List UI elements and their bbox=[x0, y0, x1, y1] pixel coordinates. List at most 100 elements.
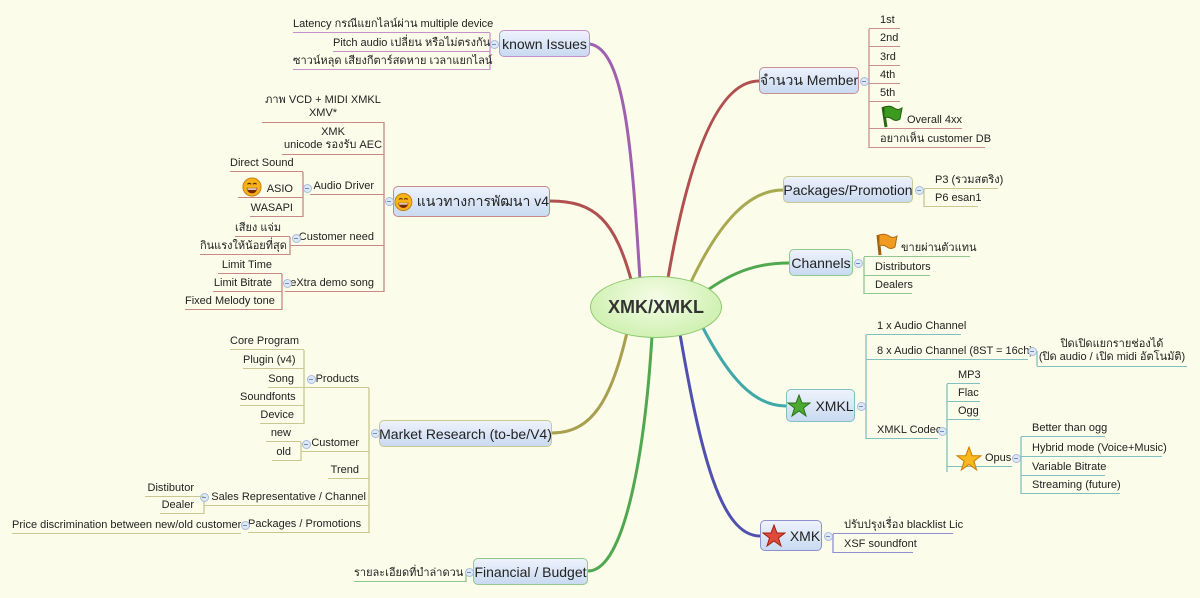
list-item[interactable]: Variable Bitrate bbox=[1021, 460, 1106, 476]
topic-xmkl[interactable]: XMKL bbox=[786, 389, 855, 422]
list-item[interactable]: XMK unicode รองรับ AEC bbox=[282, 126, 384, 155]
list-item[interactable]: new bbox=[266, 426, 301, 442]
subtopic-audio-driver[interactable]: Audio Driver bbox=[310, 179, 384, 195]
branch-curve-v4 bbox=[548, 199, 634, 285]
topic-known-issues[interactable]: known Issues bbox=[499, 30, 590, 57]
collapse-button[interactable] bbox=[301, 439, 311, 449]
list-item[interactable]: Dealer bbox=[160, 498, 204, 514]
collapse-button[interactable] bbox=[1011, 453, 1021, 463]
list-item[interactable]: Song bbox=[268, 372, 304, 388]
collapse-button[interactable] bbox=[856, 401, 866, 411]
list-item[interactable]: ปรับปรุงเรื่อง blacklist Lic bbox=[833, 518, 963, 534]
collapse-button[interactable] bbox=[291, 233, 301, 243]
list-item[interactable]: Device bbox=[260, 408, 304, 424]
subtopic-opus[interactable]: Opus bbox=[947, 451, 1012, 467]
topic-label: known Issues bbox=[502, 35, 587, 52]
orange-flag-icon bbox=[876, 233, 898, 256]
subtopic-customer-need[interactable]: Customer need bbox=[290, 230, 384, 246]
topic-label: จำนวน Member bbox=[759, 71, 859, 88]
list-item[interactable]: ขายผ่านตัวแทน bbox=[864, 241, 976, 257]
topic-label: Packages/Promotion bbox=[783, 181, 913, 198]
collapse-button[interactable] bbox=[914, 185, 924, 195]
collapse-button[interactable] bbox=[823, 531, 833, 541]
list-item[interactable]: 2nd bbox=[869, 31, 900, 47]
collapse-button[interactable] bbox=[306, 374, 316, 384]
list-item[interactable]: P6 esan1 bbox=[924, 191, 981, 207]
topic-market-research[interactable]: Market Research (to-be/V4) bbox=[379, 420, 552, 447]
topic-member-count[interactable]: จำนวน Member bbox=[759, 67, 859, 94]
list-item[interactable]: 1st bbox=[869, 13, 900, 29]
topic-xmk[interactable]: XMK bbox=[760, 520, 822, 551]
red-star-icon bbox=[761, 523, 786, 547]
subtopic-xmkl-codec[interactable]: XMKL Codec bbox=[866, 423, 941, 439]
topic-financial-budget[interactable]: Financial / Budget bbox=[473, 558, 588, 585]
list-item[interactable]: Hybrid mode (Voice+Music) bbox=[1021, 441, 1167, 457]
topic-label: XMK bbox=[789, 527, 821, 544]
list-item[interactable]: P3 (รวมสตริง) bbox=[924, 173, 1003, 189]
list-item[interactable]: กินแรงให้น้อยที่สุด bbox=[200, 239, 290, 255]
green-star-icon bbox=[787, 393, 812, 417]
list-item[interactable]: Distibutor bbox=[145, 481, 204, 497]
topic-v4-direction[interactable]: แนวทางการพัฒนา v4 bbox=[393, 186, 550, 217]
list-item[interactable]: ASIO bbox=[238, 182, 303, 198]
list-item[interactable]: Dealers bbox=[864, 278, 913, 294]
list-item[interactable]: ปิดเปิดแยกรายช่องได้ (ปิด audio / เปิด m… bbox=[1037, 338, 1187, 367]
list-item[interactable]: old bbox=[272, 445, 301, 461]
list-item[interactable]: Limit Bitrate bbox=[213, 276, 282, 292]
list-item[interactable]: Plugin (v4) bbox=[243, 353, 304, 369]
list-item[interactable]: Ogg bbox=[947, 404, 980, 420]
list-item[interactable]: Flac bbox=[947, 386, 980, 402]
central-topic[interactable]: XMK/XMKL bbox=[590, 276, 722, 338]
collapse-button[interactable] bbox=[1027, 346, 1037, 356]
list-item[interactable]: 8 x Audio Channel (8ST = 16ch) bbox=[866, 344, 1033, 360]
list-item[interactable]: 3rd bbox=[869, 50, 900, 66]
list-item[interactable]: XSF soundfont bbox=[833, 537, 917, 553]
list-item[interactable]: Overall 4xx bbox=[869, 113, 962, 129]
collapse-button[interactable] bbox=[464, 567, 474, 577]
subtopic-packages-promotions[interactable]: Packages / Promotions bbox=[248, 517, 369, 533]
collapse-button[interactable] bbox=[489, 39, 499, 49]
topic-packages-promotion[interactable]: Packages/Promotion bbox=[783, 176, 913, 203]
list-item[interactable]: รายละเอียดที่บำล่าดวน bbox=[354, 566, 466, 582]
list-item[interactable]: Distributors bbox=[864, 260, 931, 276]
list-item[interactable]: Direct Sound bbox=[230, 156, 303, 172]
list-item[interactable]: WASAPI bbox=[250, 201, 303, 217]
list-item[interactable]: Pitch audio เปลี่ยน หรือไม่ตรงกัน bbox=[333, 36, 490, 52]
list-item[interactable]: ซาวน์หลุด เสียงกีตาร์สดหาย เวลาแยกไลน์ bbox=[293, 54, 492, 70]
list-item[interactable]: อยากเห็น customer DB bbox=[869, 132, 991, 148]
collapse-button[interactable] bbox=[302, 183, 312, 193]
subtopic-trend[interactable]: Trend bbox=[328, 463, 369, 479]
list-item[interactable]: Limit Time bbox=[218, 258, 282, 274]
subtopic-customer[interactable]: Customer bbox=[301, 436, 369, 452]
subtopic-extra-demo-song[interactable]: eXtra demo song bbox=[285, 276, 384, 292]
subtopic-sales-representative[interactable]: Sales Representative / Channel bbox=[204, 490, 369, 506]
list-item[interactable]: Core Program bbox=[230, 334, 304, 350]
list-item[interactable]: Fixed Melody tone bbox=[185, 294, 282, 310]
list-item[interactable]: 1 x Audio Channel bbox=[866, 319, 966, 335]
subtopic-products[interactable]: Products bbox=[304, 372, 369, 388]
branch-curve-xmkl bbox=[700, 324, 788, 408]
list-item[interactable]: Price discrimination between new/old cus… bbox=[12, 518, 241, 534]
list-item[interactable]: Soundfonts bbox=[240, 390, 304, 406]
collapse-button[interactable] bbox=[384, 196, 394, 206]
collapse-button[interactable] bbox=[853, 258, 863, 268]
branch-curve-xmk bbox=[678, 332, 762, 538]
list-item[interactable]: เสียง แจ่ม bbox=[235, 221, 290, 237]
branch-curve-market bbox=[550, 326, 630, 435]
collapse-button[interactable] bbox=[199, 492, 209, 502]
collapse-button[interactable] bbox=[282, 278, 292, 288]
list-item[interactable]: ภาพ VCD + MIDI XMKL XMV* bbox=[262, 94, 384, 123]
list-item[interactable]: Latency กรณีแยกไลน์ผ่าน multiple device bbox=[293, 17, 493, 33]
collapse-button[interactable] bbox=[859, 76, 869, 86]
list-item[interactable]: Better than ogg bbox=[1021, 421, 1107, 437]
list-item[interactable]: 5th bbox=[869, 86, 900, 102]
list-item[interactable]: MP3 bbox=[947, 368, 981, 384]
collapse-button[interactable] bbox=[370, 428, 380, 438]
topic-label: แนวทางการพัฒนา v4 bbox=[416, 192, 549, 209]
list-item[interactable]: Streaming (future) bbox=[1021, 478, 1121, 494]
collapse-button[interactable] bbox=[240, 520, 250, 530]
topic-channels[interactable]: Channels bbox=[789, 249, 853, 276]
list-item[interactable]: 4th bbox=[869, 68, 900, 84]
collapse-button[interactable] bbox=[937, 426, 947, 436]
